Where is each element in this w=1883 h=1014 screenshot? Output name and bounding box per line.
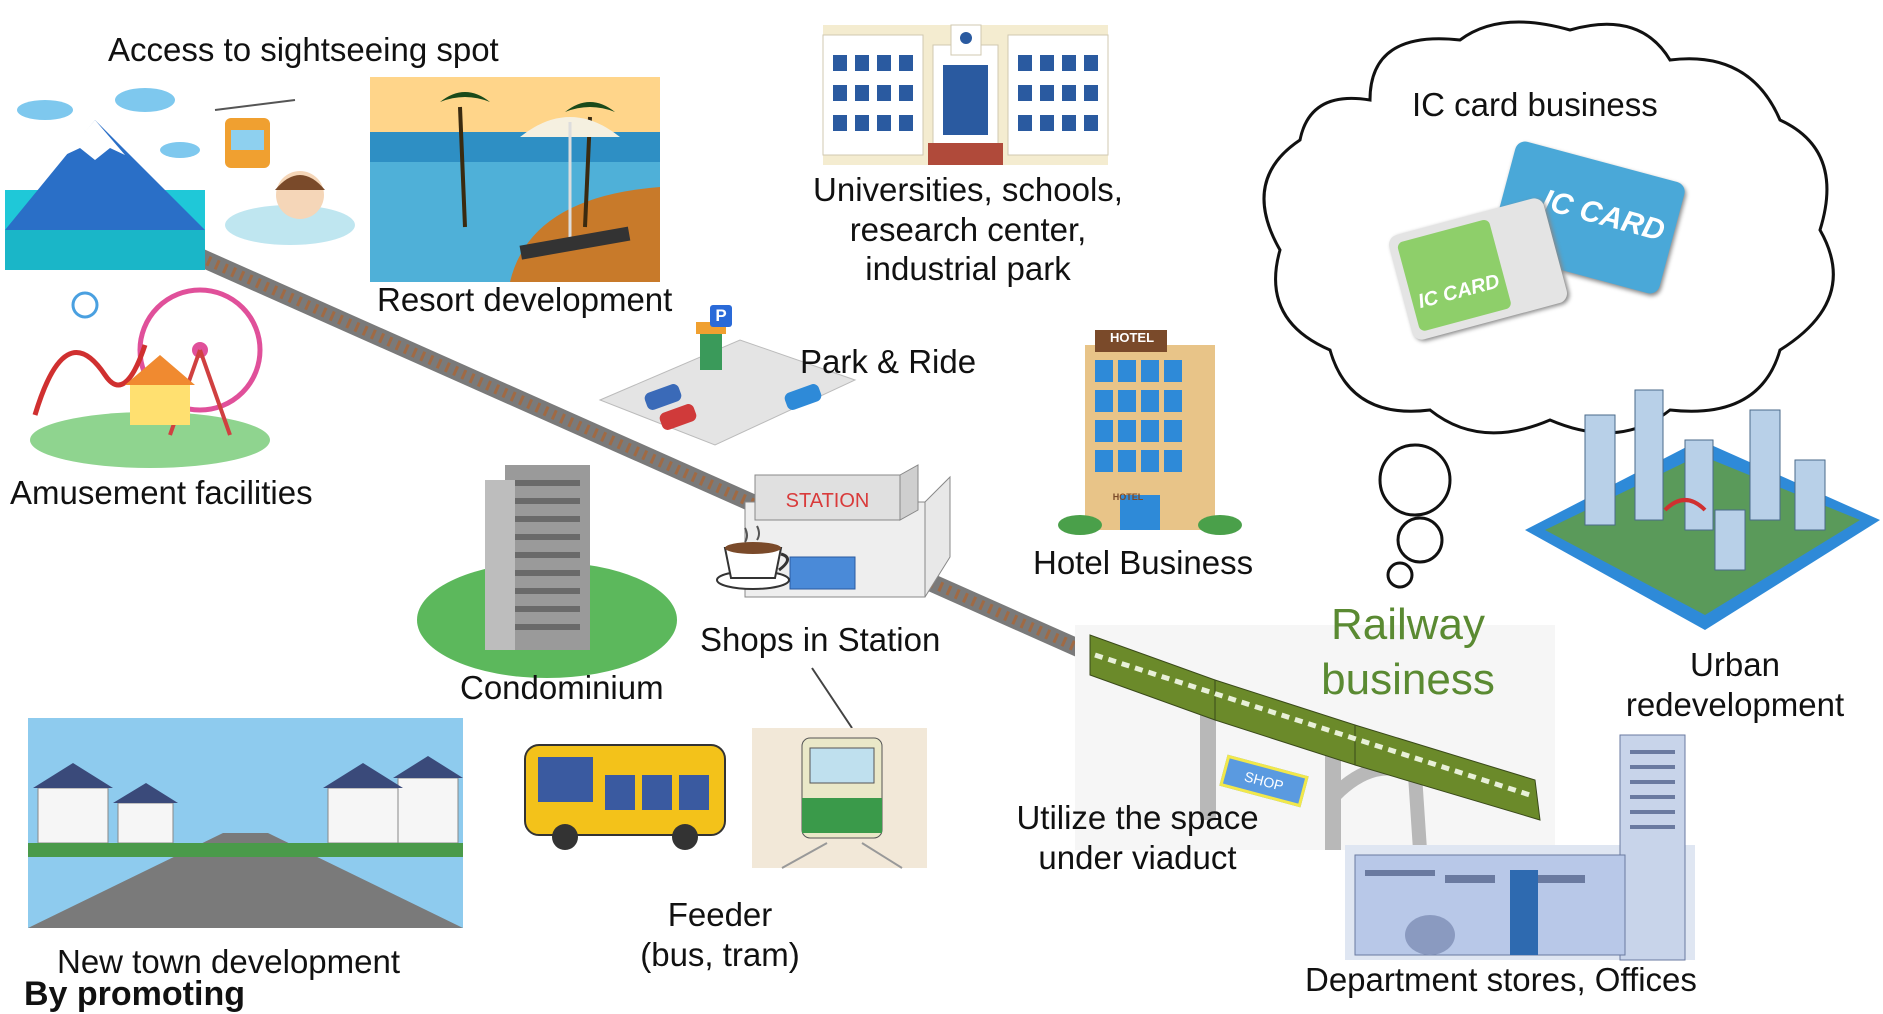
- resort-illustration: [370, 77, 660, 282]
- viaduct-line-1: Utilize the space: [1016, 799, 1259, 836]
- hotel-illustration: [1058, 330, 1242, 535]
- universities-line-2: research center,: [849, 210, 1087, 248]
- department-label: Department stores, Offices: [1305, 961, 1697, 998]
- coffee-cup-icon: [716, 525, 790, 590]
- train-cars: [1089, 634, 1541, 821]
- universities-label: Universities, schools, research center, …: [798, 170, 1138, 289]
- mountain-illustration: [5, 88, 205, 270]
- feeder-line-1: Feeder: [667, 896, 773, 933]
- railway-line-1: Railway: [1330, 600, 1486, 649]
- ic-card-label: IC card business: [1412, 86, 1658, 123]
- shops-station-label: Shops in Station: [700, 621, 941, 658]
- feeder-line-2: (bus, tram): [640, 935, 800, 973]
- urban-line-1: Urban: [1690, 646, 1780, 683]
- new-town-label: New town development: [57, 943, 401, 980]
- amusement-illustration: [30, 287, 270, 468]
- park-ride-label: Park & Ride: [800, 343, 977, 380]
- amusement-label: Amusement facilities: [10, 474, 313, 511]
- department-store-illustration: [1345, 734, 1695, 961]
- condominium-label: Condominium: [460, 669, 664, 706]
- hotel-sign-top: HOTEL: [1109, 330, 1155, 345]
- hotel-sign-door: HOTEL: [1112, 492, 1144, 502]
- bus-icon: [524, 744, 726, 850]
- by-promoting-text: By promoting: [24, 975, 245, 1013]
- resort-label: Resort development: [377, 281, 673, 318]
- ropeway-onsen-illustration: [214, 99, 355, 245]
- station-sign: STATION: [785, 490, 870, 512]
- access-sightseeing-label: Access to sightseeing spot: [108, 31, 499, 68]
- ic-card-blue-text: IC CARD: [1538, 183, 1669, 248]
- parking-sign-text: P: [715, 306, 727, 325]
- urban-label: Urban redevelopment: [1600, 645, 1870, 724]
- railway-line-2: business: [1321, 655, 1495, 704]
- parking-lot-illustration: [598, 322, 857, 446]
- urban-redevelopment-illustration: [1525, 389, 1880, 630]
- station-roof-box: [754, 464, 919, 521]
- viaduct-line-2: under viaduct: [1038, 838, 1237, 876]
- university-illustration: [822, 24, 1109, 165]
- new-town-illustration: [28, 718, 463, 928]
- car-icons: [644, 384, 822, 430]
- parking-sign-icon: P: [710, 305, 732, 327]
- universities-line-1: Universities, schools,: [813, 171, 1123, 208]
- condominium-illustration: [417, 465, 677, 678]
- railway-business-label: Railway business: [1303, 597, 1513, 707]
- universities-line-3: industrial park: [865, 250, 1071, 288]
- hotel-label: Hotel Business: [1033, 544, 1254, 581]
- viaduct-label: Utilize the space under viaduct: [985, 798, 1290, 877]
- urban-line-2: redevelopment: [1625, 685, 1845, 723]
- viaduct-train-illustration: [1075, 625, 1555, 851]
- feeder-label: Feeder (bus, tram): [600, 895, 840, 974]
- tram-icon: [752, 667, 927, 869]
